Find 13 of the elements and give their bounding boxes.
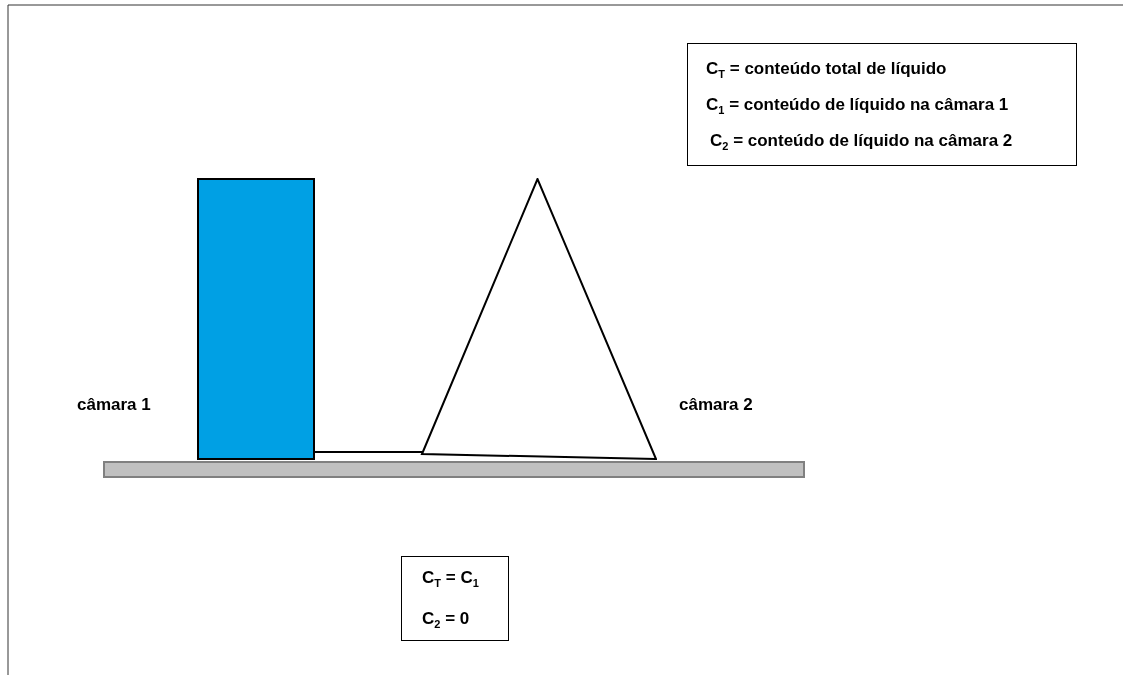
- base-plate: [103, 461, 805, 478]
- definition-text: C$_{T}$ = conteúdo total de líquido: [706, 59, 947, 81]
- equation-box: [401, 556, 509, 641]
- equation-text: C$_{T}$ = C$_{1}$: [422, 568, 479, 590]
- definition-text: C$_{2}$ = conteúdo de líquido na câmara 2: [710, 131, 1013, 153]
- liquid-column: [197, 178, 315, 460]
- legend-box: [687, 43, 1077, 166]
- chamber-triangle: [420, 178, 657, 460]
- chamber-label: câmara 2: [679, 395, 753, 415]
- chamber-label: câmara 1: [77, 395, 151, 415]
- definition-text: C$_{1}$ = conteúdo de líquido na câmara 1: [706, 95, 1009, 117]
- connecting-channel: [314, 451, 424, 453]
- equation-text: C$_{2}$ = 0: [422, 609, 470, 631]
